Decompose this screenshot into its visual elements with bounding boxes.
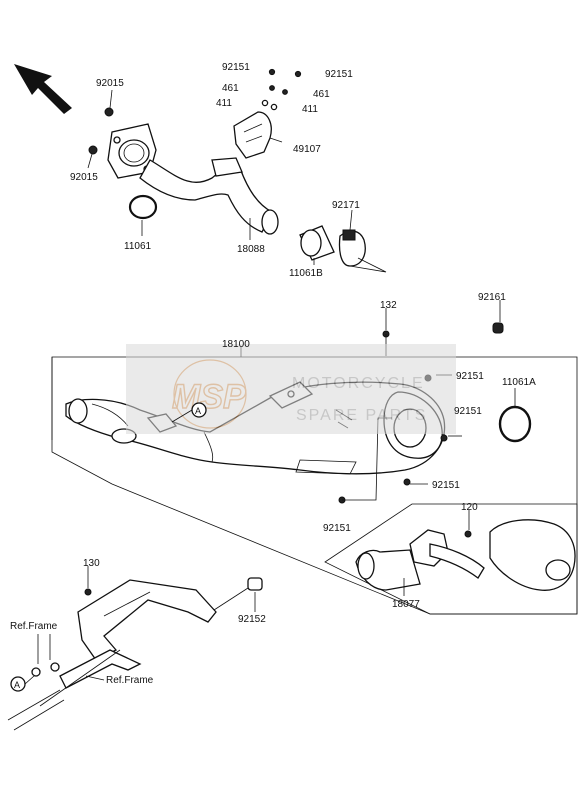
header-pipe-group: [88, 68, 387, 273]
label-92151-right-mid: 92151: [454, 406, 482, 417]
gasket-11061A: [498, 405, 532, 443]
label-92151-right-lower: 92151: [432, 480, 460, 491]
watermark-line1: MOTORCYCLE: [292, 375, 425, 392]
label-411-left: 411: [216, 98, 232, 109]
label-11061A: 11061A: [502, 377, 536, 388]
label-92015-a: 92015: [96, 78, 124, 89]
watermark-logo: MSP: [172, 378, 246, 416]
front-direction-arrow-icon: [14, 64, 72, 114]
label-49107: 49107: [293, 144, 321, 155]
label-18100: 18100: [222, 339, 250, 350]
ref-frame-label-upper: Ref.Frame: [10, 621, 58, 632]
label-92151-bottom: 92151: [323, 523, 351, 534]
label-130: 130: [83, 558, 100, 569]
label-92151-right-upper: 92151: [456, 371, 484, 382]
label-92161: 92161: [478, 292, 506, 303]
marker-a-frame: A: [14, 680, 20, 690]
label-92151-top-left: 92151: [222, 62, 250, 73]
label-461-left: 461: [222, 83, 239, 94]
ref-frame-label-lower: Ref.Frame: [106, 675, 154, 686]
frame-bracket-group: [7, 577, 263, 731]
label-411-right: 411: [302, 104, 318, 115]
inner-pipe-group: [324, 503, 578, 615]
watermark: MSP MOTORCYCLE SPARE PARTS: [126, 344, 456, 434]
label-11061: 11061: [124, 241, 152, 252]
marker-a-muffler: A: [195, 406, 201, 416]
part-labels: 92015 92015 11061 18088 92151 92151 461 …: [70, 62, 536, 625]
label-92151-top-right: 92151: [325, 69, 353, 80]
label-461-right: 461: [313, 89, 330, 100]
label-18088: 18088: [237, 244, 265, 255]
label-18077: 18077: [392, 599, 420, 610]
label-132: 132: [380, 300, 397, 311]
label-92152: 92152: [238, 614, 266, 625]
reference-labels: Ref.Frame Ref.Frame A A: [10, 402, 207, 692]
label-92015-b: 92015: [70, 172, 98, 183]
heat-guard-49107: [233, 111, 272, 159]
label-92171: 92171: [332, 200, 360, 211]
label-11061B: 11061B: [289, 268, 323, 279]
label-120: 120: [461, 502, 478, 513]
gasket-11061: [128, 194, 158, 220]
watermark-line2: SPARE PARTS: [296, 407, 427, 424]
